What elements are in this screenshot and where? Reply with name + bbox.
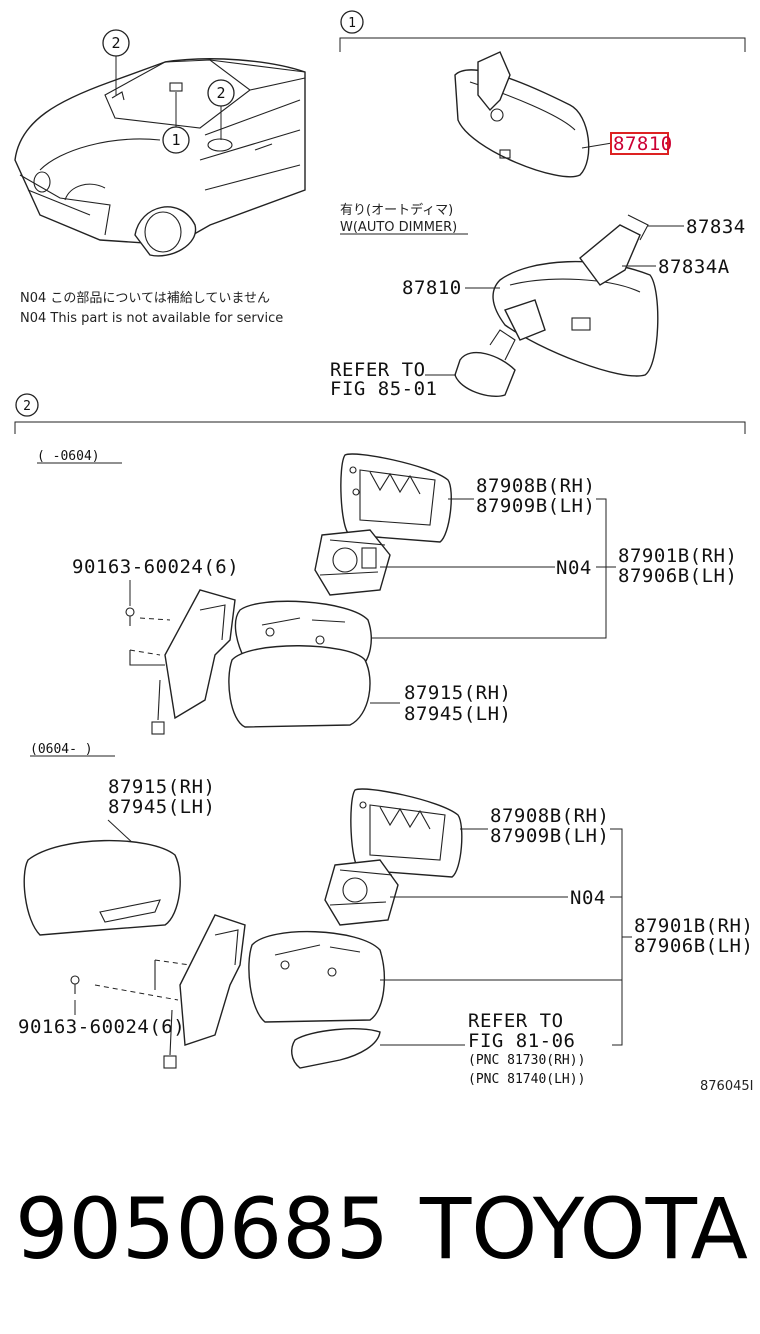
note-jp: N04 この部品については補給していません (20, 291, 270, 306)
screw-b (70, 975, 80, 994)
range-a: ( -0604) (37, 449, 100, 464)
auto-dimmer-mirror (454, 214, 659, 397)
part-87810-b[interactable]: 87810 (402, 277, 462, 299)
b-assy-lh[interactable]: 87906B(LH) (634, 935, 753, 957)
part-87834A[interactable]: 87834A (658, 256, 730, 278)
a-cover-lh[interactable]: 87945(LH) (404, 703, 511, 725)
car-callout-2b[interactable]: 2 (207, 79, 235, 107)
highlight-87810 (610, 132, 669, 155)
leader-87810 (581, 142, 613, 149)
svg-text:2: 2 (216, 84, 225, 102)
b-refer-1: REFER TO (468, 1010, 564, 1032)
screw-a (125, 607, 135, 626)
note-en: N04 This part is not available for servi… (20, 311, 283, 326)
a-screw[interactable]: 90163-60024(6) (72, 556, 239, 578)
footer-part-number: 9050685 (15, 1180, 389, 1278)
mirror-body-a (164, 589, 372, 728)
auto-dimmer-jp: 有り(オートディマ) (340, 202, 453, 218)
range-b: (0604- ) (30, 742, 93, 757)
b-assy-rh[interactable]: 87901B(RH) (634, 915, 753, 937)
svg-text:2: 2 (23, 399, 31, 414)
b-pnc-lh: (PNC 81740(LH)) (468, 1072, 585, 1087)
a-glass-rh[interactable]: 87908B(RH) (476, 475, 595, 497)
footer-brand: TOYOTA (419, 1180, 748, 1278)
mirror-cover-b (23, 839, 181, 936)
mirror-glass-a (340, 453, 452, 543)
b-glass-lh[interactable]: 87909B(LH) (490, 825, 609, 847)
a-assy-lh[interactable]: 87906B(LH) (618, 565, 737, 587)
b-refer-2: FIG 81-06 (468, 1030, 575, 1052)
svg-text:1: 1 (348, 16, 356, 31)
b-glass-rh[interactable]: 87908B(RH) (490, 805, 609, 827)
svg-text:2: 2 (111, 34, 120, 52)
section-1-bracket (339, 37, 746, 52)
refer-to-a-2: FIG 85-01 (330, 378, 437, 400)
actuator-b (324, 859, 399, 926)
inner-mirror (454, 51, 590, 178)
svg-text:1: 1 (171, 131, 180, 149)
b-cover-lh[interactable]: 87945(LH) (108, 796, 215, 818)
a-n04[interactable]: N04 (556, 557, 592, 579)
actuator-a (314, 529, 391, 596)
a-glass-lh[interactable]: 87909B(LH) (476, 495, 595, 517)
b-screw[interactable]: 90163-60024(6) (18, 1016, 185, 1038)
auto-dimmer-en: W(AUTO DIMMER) (340, 220, 457, 235)
part-87834[interactable]: 87834 (686, 216, 746, 238)
b-n04[interactable]: N04 (570, 887, 606, 909)
car-callout-1[interactable]: 1 (162, 126, 190, 154)
refer-to-a-1: REFER TO (330, 359, 426, 381)
b-pnc-rh: (PNC 81730(RH)) (468, 1053, 585, 1068)
a-cover-rh[interactable]: 87915(RH) (404, 682, 511, 704)
section-2-marker: 2 (15, 393, 39, 417)
section-2-bracket (14, 421, 746, 434)
mirror-glass-b (350, 788, 463, 878)
a-assy-rh[interactable]: 87901B(RH) (618, 545, 737, 567)
section-1-marker: 1 (340, 10, 364, 34)
b-cover-rh[interactable]: 87915(RH) (108, 776, 215, 798)
car-illustration (14, 56, 306, 257)
car-callout-2a[interactable]: 2 (102, 29, 130, 57)
diagram-code: 876045I (700, 1079, 753, 1094)
mirror-body-b (179, 914, 385, 1069)
part-87810[interactable]: 87810 (613, 133, 673, 155)
